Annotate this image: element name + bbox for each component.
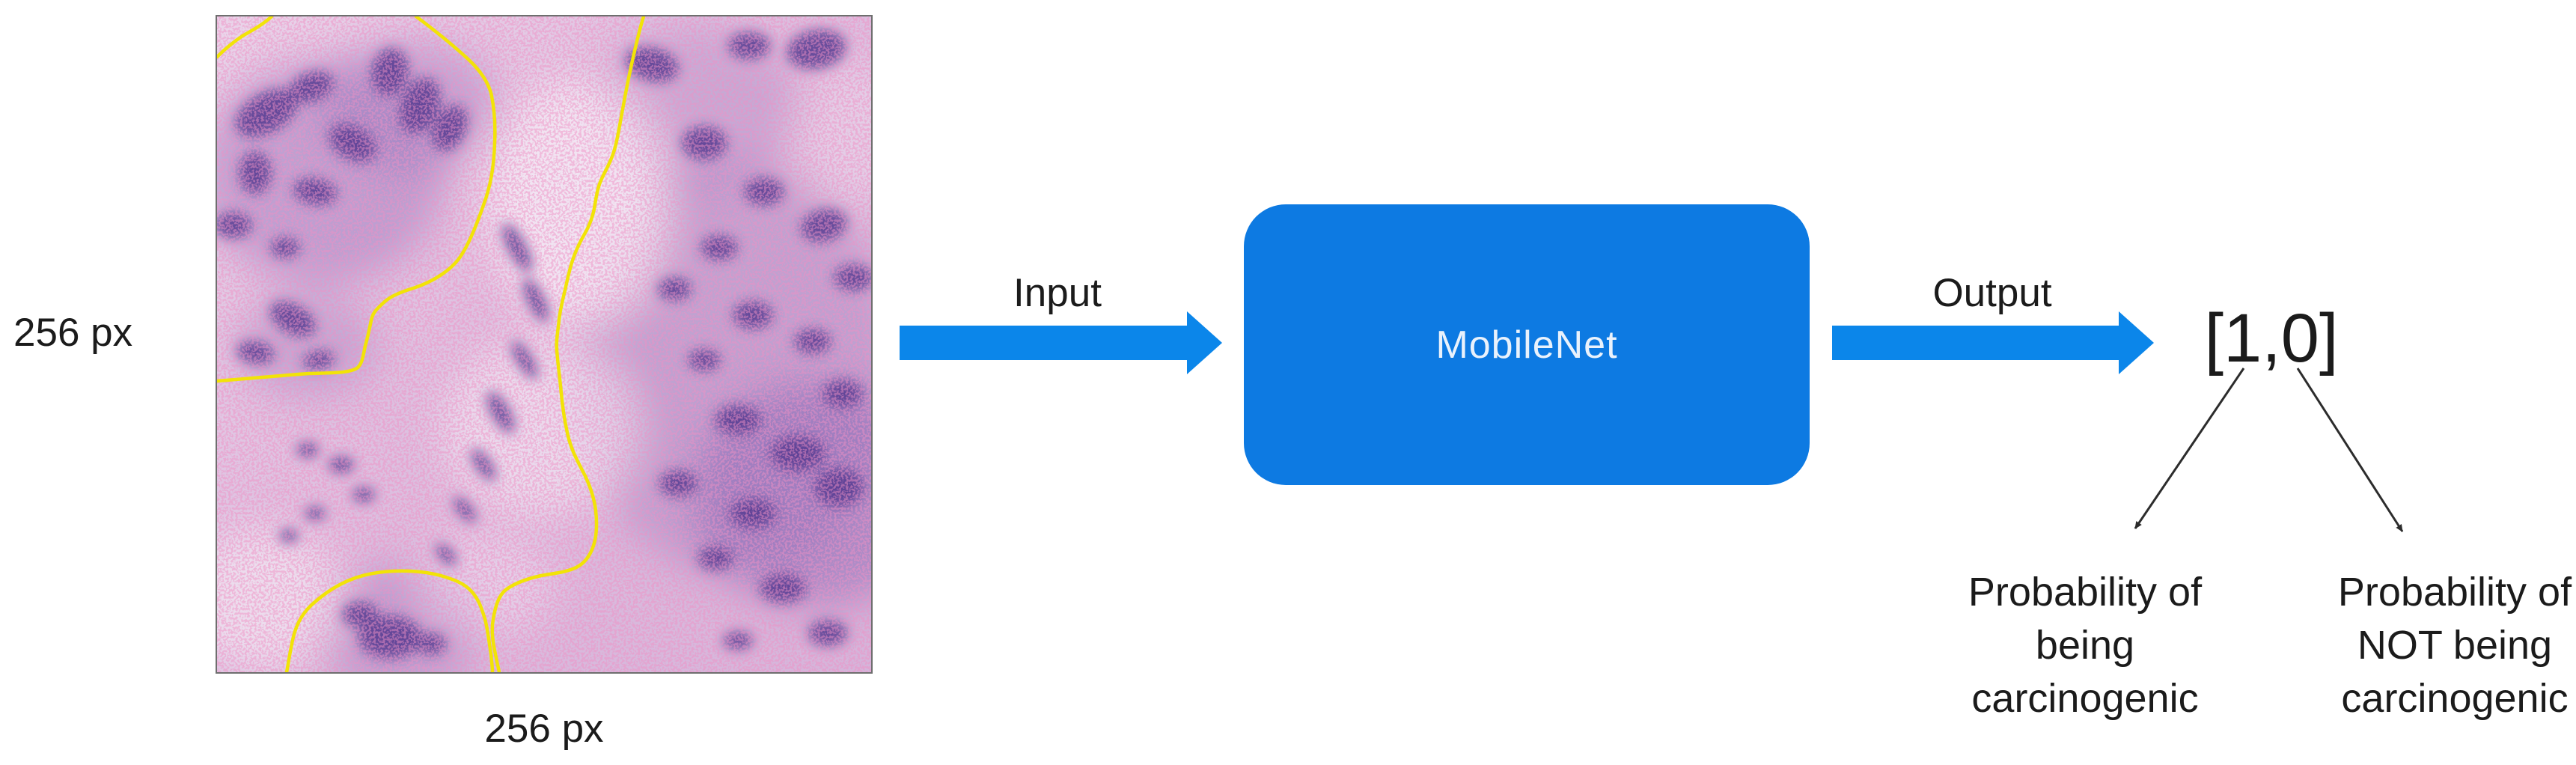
segmentation-contour bbox=[217, 16, 497, 383]
segmentation-contour bbox=[284, 569, 495, 672]
tissue-speckle bbox=[217, 16, 871, 672]
input-label: Input bbox=[1013, 271, 1102, 315]
output-arrow-head bbox=[2119, 311, 2154, 374]
probability-not-carcinogenic-line: carcinogenic bbox=[2341, 676, 2569, 721]
probability-carcinogenic-line: Probability of bbox=[1968, 570, 2203, 615]
probability-not-carcinogenic-line: Probability of bbox=[2337, 570, 2572, 615]
output-label: Output bbox=[1932, 271, 2052, 315]
input-arrow-shaft bbox=[900, 326, 1187, 360]
arrow-to-not-carcinogenic-probability bbox=[2296, 368, 2404, 532]
output-arrow-shaft bbox=[1832, 326, 2119, 360]
segmentation-contour bbox=[217, 16, 274, 59]
histology-image bbox=[216, 15, 873, 674]
probability-not-carcinogenic-line: NOT being bbox=[2357, 623, 2553, 668]
output-vector: [1,0] bbox=[2204, 300, 2339, 377]
image-width-label: 256 px bbox=[484, 707, 604, 751]
image-height-label: 256 px bbox=[13, 311, 133, 355]
mobilenet-box: MobileNet bbox=[1244, 204, 1810, 485]
input-arrow-head bbox=[1187, 311, 1222, 374]
arrow-to-carcinogenic-probability bbox=[2134, 368, 2245, 529]
histology-tissue-svg bbox=[217, 16, 871, 672]
mobilenet-label: MobileNet bbox=[1435, 323, 1618, 367]
probability-carcinogenic-line: being bbox=[2035, 623, 2135, 668]
segmentation-contours bbox=[217, 16, 646, 672]
segmentation-contour bbox=[490, 16, 646, 672]
probability-carcinogenic-line: carcinogenic bbox=[1971, 676, 2199, 721]
probability-not-carcinogenic-label: Probability of NOT being carcinogenic bbox=[2313, 566, 2576, 725]
probability-carcinogenic-label: Probability of being carcinogenic bbox=[1943, 566, 2227, 725]
